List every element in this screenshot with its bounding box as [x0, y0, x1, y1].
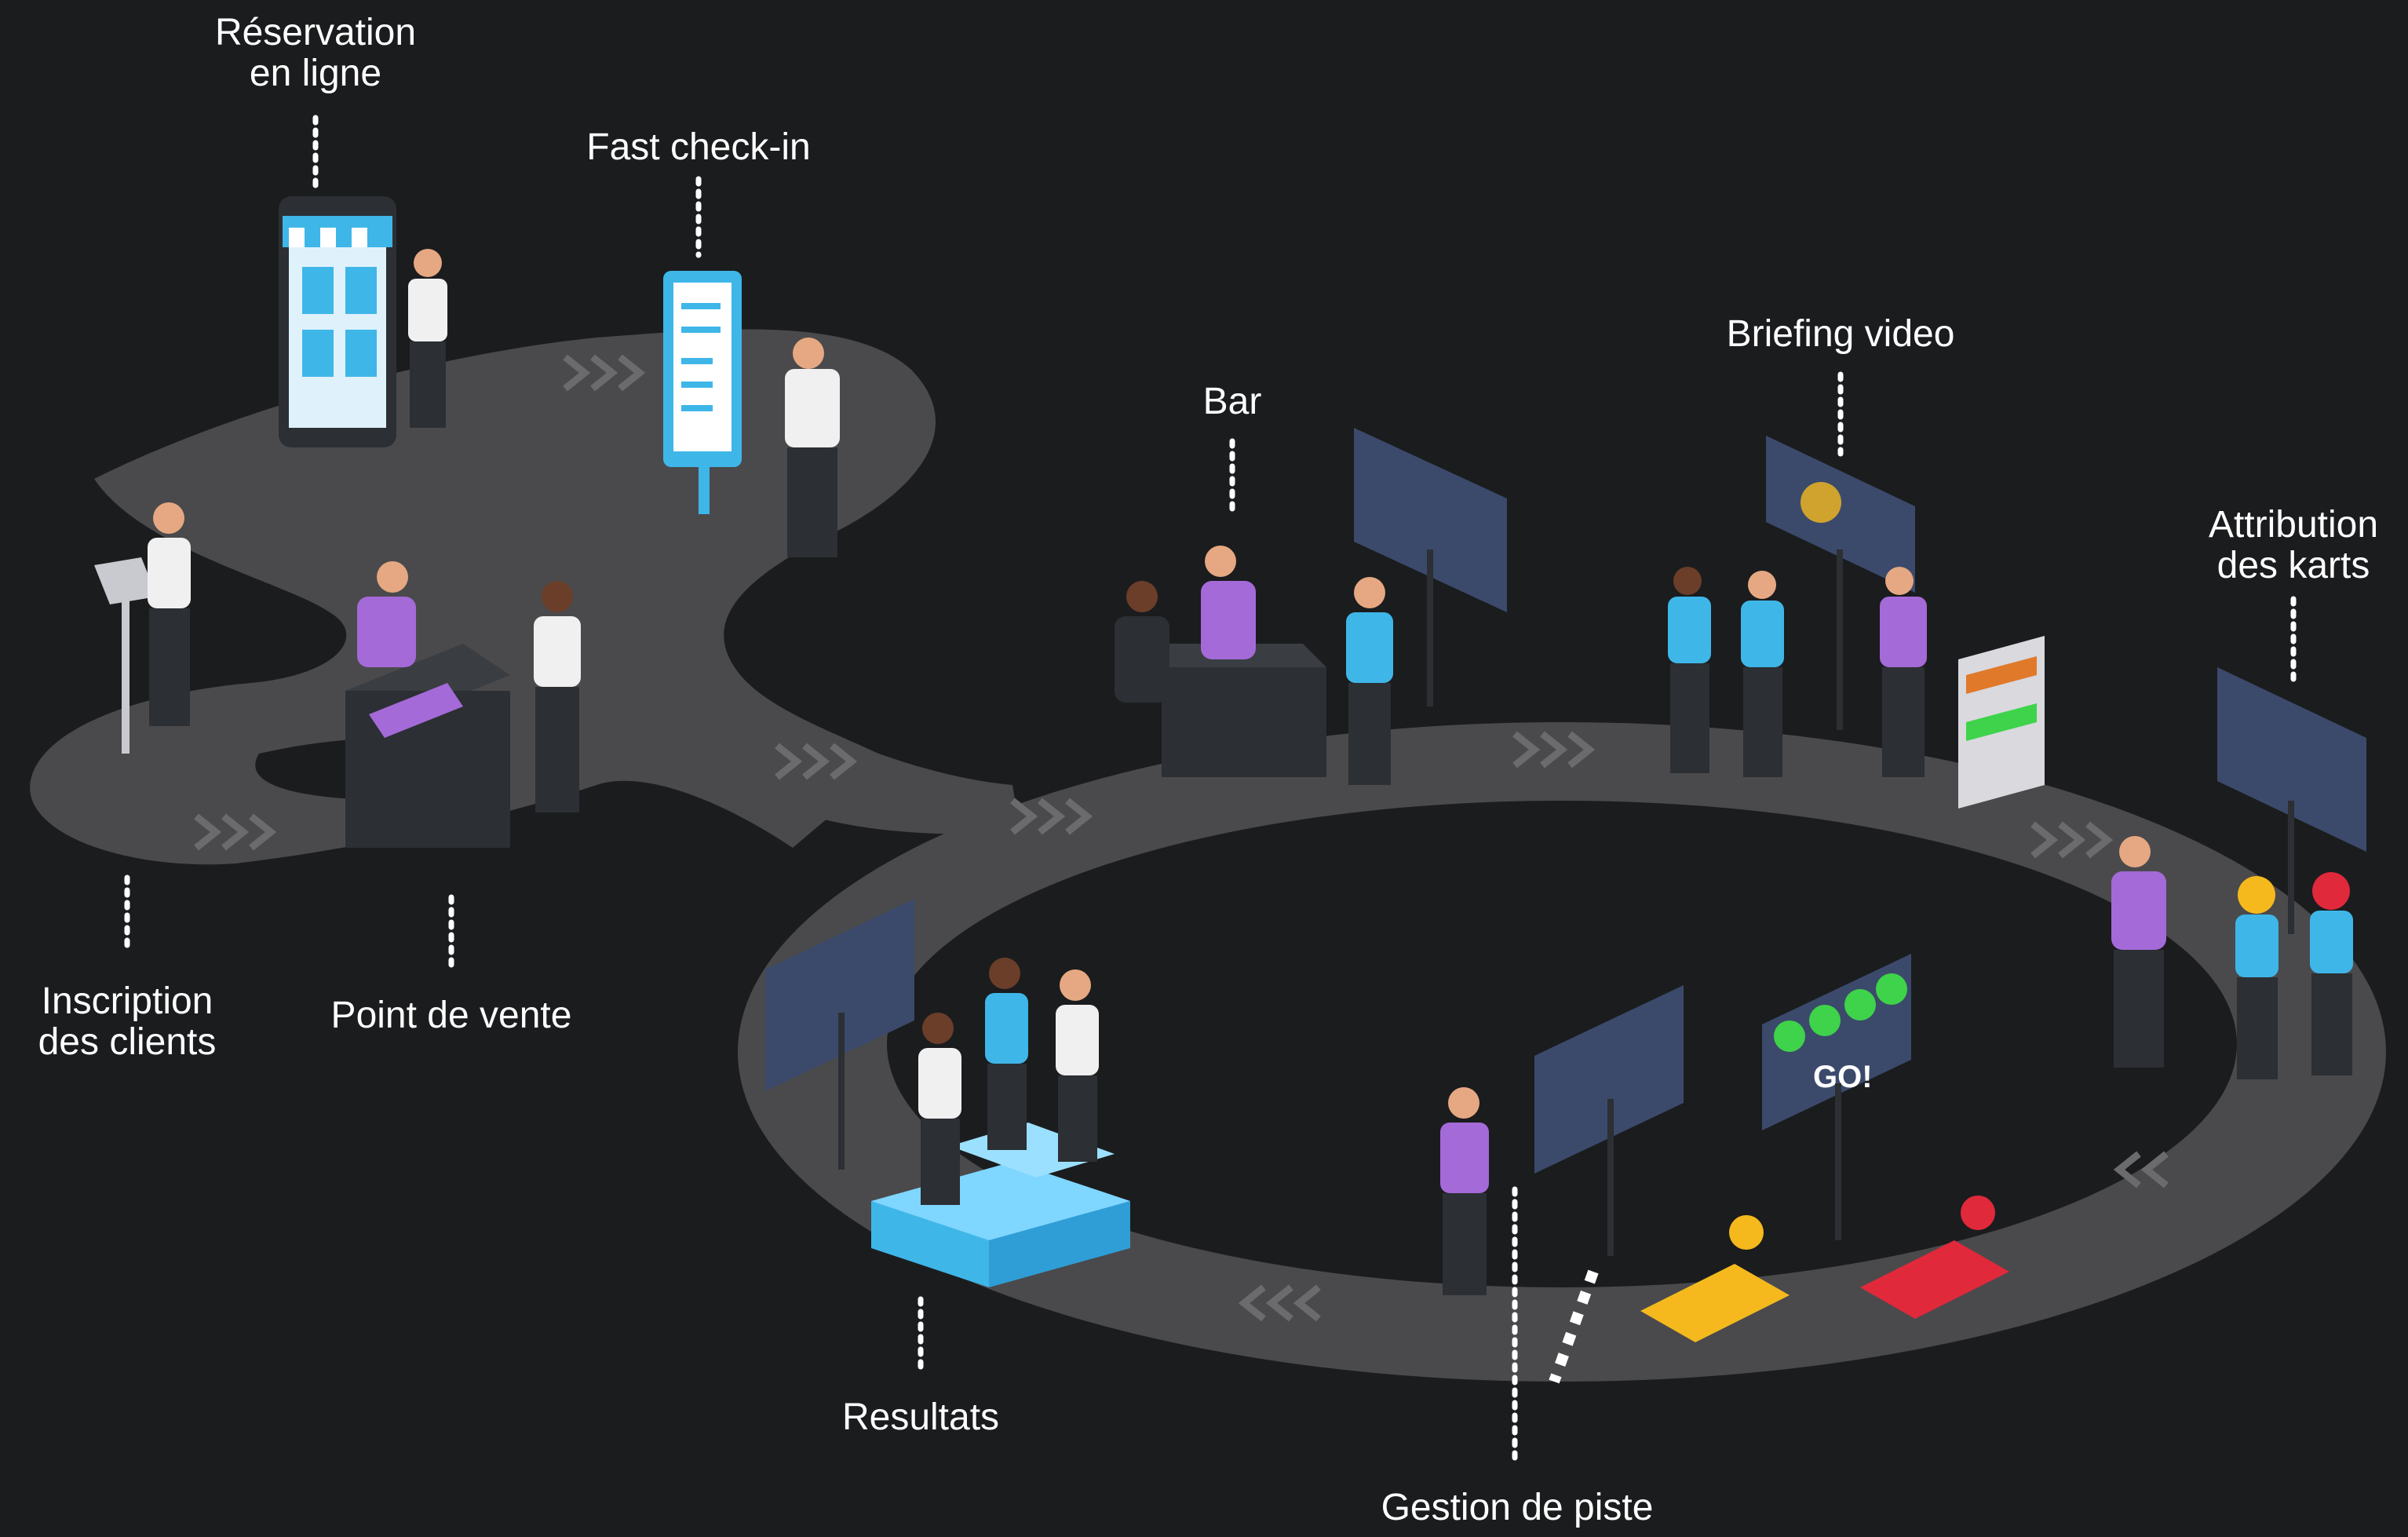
briefing-screen-icon — [1766, 436, 1915, 730]
person-reservation — [408, 249, 447, 428]
person-briefing-1 — [1668, 567, 1711, 773]
bar-counter-icon — [1162, 644, 1326, 777]
phone-shop-icon — [279, 196, 396, 447]
helmet-rack-icon — [1958, 636, 2045, 809]
screen-icon — [1354, 428, 1507, 706]
winner-3 — [1056, 969, 1099, 1162]
kart-icon — [1640, 1196, 2009, 1342]
label-bar: Bar — [1202, 381, 1262, 422]
person-bar-seated — [1115, 581, 1169, 703]
timing-screen-icon — [1534, 985, 1684, 1256]
person-briefing-instructor — [1880, 567, 1927, 777]
winner-2 — [918, 1013, 961, 1205]
driver-helmet-red — [2310, 872, 2353, 1075]
label-fast-checkin: Fast check-in — [586, 126, 811, 168]
track-connector — [746, 691, 1020, 834]
label-briefing: Briefing video — [1726, 313, 1955, 355]
go-sign-text: GO! — [1813, 1060, 1873, 1094]
label-gestion: Gestion de piste — [1381, 1487, 1654, 1528]
start-line — [1549, 1269, 1599, 1384]
label-inscription: Inscription des clients — [38, 980, 217, 1063]
pos-counter-icon — [345, 644, 510, 848]
label-reservation: Réservation en ligne — [214, 12, 417, 94]
track — [30, 329, 2386, 1384]
kiosk-icon — [663, 271, 742, 514]
laptop-stand-icon — [94, 557, 157, 754]
person-bar-drinking — [1346, 577, 1393, 785]
person-customer — [534, 581, 581, 812]
attribution-screen-icon — [2217, 667, 2366, 934]
label-attribution: Attribution des karts — [2208, 504, 2379, 586]
label-resultats: Resultats — [841, 1396, 1000, 1438]
person-checkin — [785, 338, 840, 557]
leader-lines — [124, 115, 2297, 1467]
go-screen-icon: GO! — [1762, 954, 1911, 1240]
person-cashier — [357, 561, 416, 667]
label-point-de-vente: Point de vente — [330, 995, 572, 1036]
driver-helmet-orange — [2235, 876, 2278, 1079]
results-screen-icon — [765, 899, 914, 1170]
person-inscription — [148, 502, 191, 726]
person-attribution — [2111, 836, 2166, 1068]
chevron-arrow-icon — [194, 354, 2169, 1322]
winner-1 — [985, 958, 1028, 1150]
person-briefing-2 — [1741, 571, 1784, 777]
person-track-manager — [1440, 1087, 1489, 1295]
person-bartender — [1201, 546, 1256, 659]
